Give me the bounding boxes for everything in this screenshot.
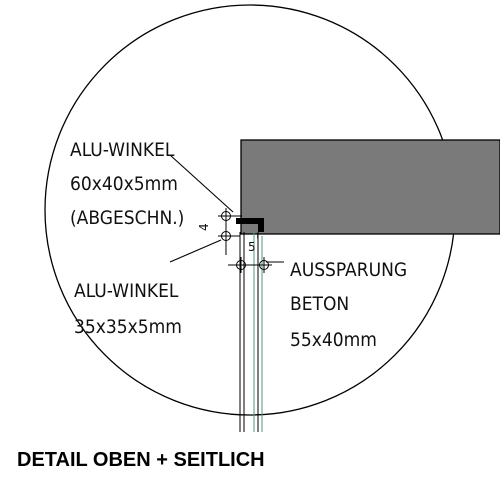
label-line: ALU-WINKEL — [74, 280, 179, 302]
dimension-markers — [218, 208, 272, 273]
label-line: ALU-WINKEL — [70, 139, 175, 161]
label-alu-winkel-35x35: ALU-WINKEL 35x35x5mm — [74, 280, 182, 338]
detail-title: DETAIL OBEN + SEITLICH — [17, 449, 265, 471]
leader-lines — [169, 154, 284, 263]
label-line: (ABGESCHN.) — [70, 207, 184, 229]
label-line: 60x40x5mm — [70, 173, 178, 195]
label-line: 55x40mm — [290, 329, 377, 351]
label-aussparung-beton: AUSSPARUNG BETON 55x40mm — [290, 259, 407, 351]
dimension-vertical: 4 — [197, 223, 211, 231]
label-alu-winkel-60x40: ALU-WINKEL 60x40x5mm (ABGESCHN.) — [70, 139, 184, 229]
aluminum-angle — [236, 218, 264, 232]
label-line: AUSSPARUNG — [290, 259, 407, 281]
label-line: 35x35x5mm — [74, 316, 182, 338]
dimension-horizontal: 5 — [248, 240, 256, 254]
dimension-horizontal-tick: ' — [256, 233, 259, 247]
label-line: BETON — [290, 293, 349, 315]
concrete-slab — [240, 139, 500, 235]
vertical-profile-lines — [239, 232, 263, 432]
